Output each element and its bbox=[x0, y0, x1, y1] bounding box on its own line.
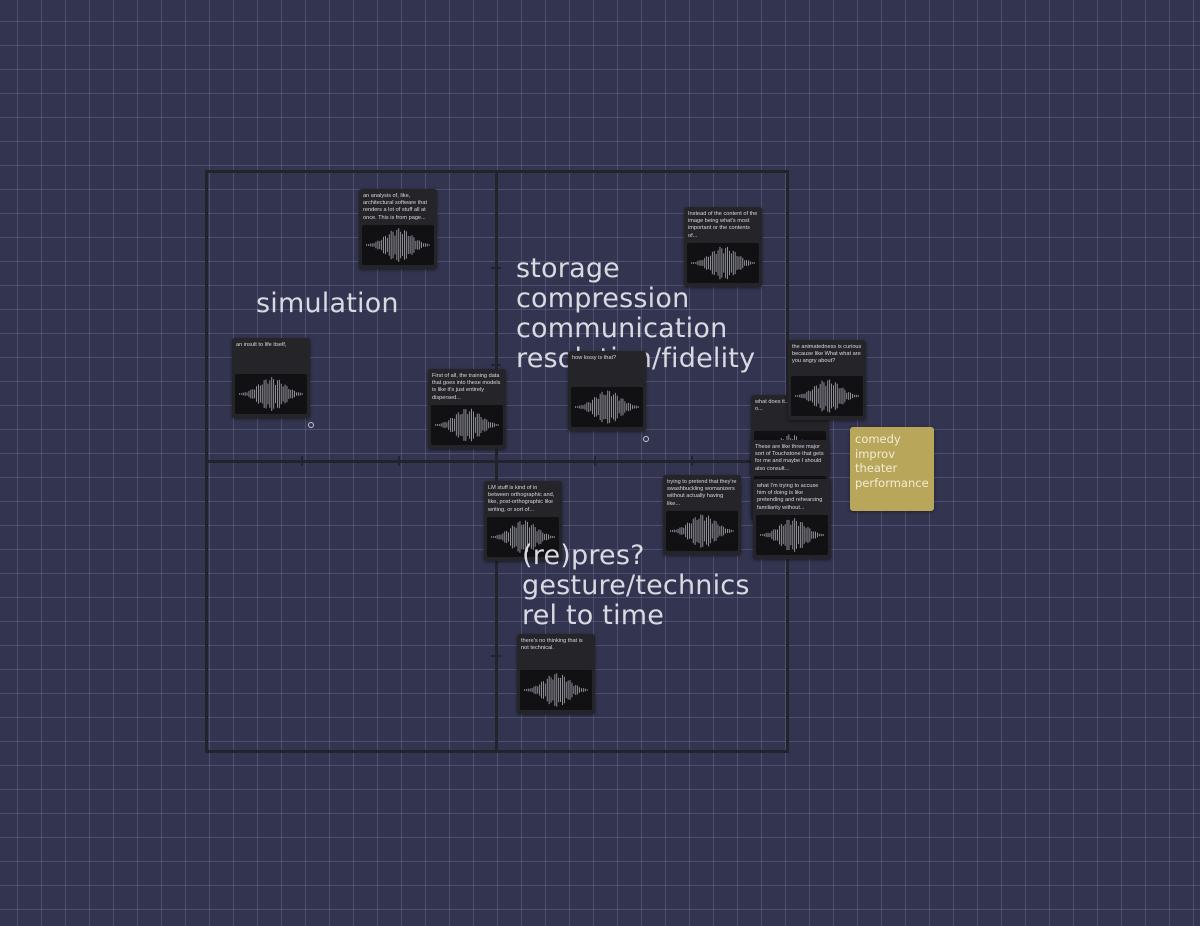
resize-handle[interactable] bbox=[308, 422, 314, 428]
axis-tick bbox=[491, 364, 501, 366]
audio-waveform-icon bbox=[431, 405, 503, 445]
board-horizontal-divider bbox=[205, 460, 789, 463]
axis-tick bbox=[491, 655, 501, 657]
card-transcript: Instead of the content of the image bein… bbox=[688, 211, 758, 239]
sticky-note[interactable]: comedy improv theater performance bbox=[850, 427, 934, 511]
card-transcript: the animatedness is curious because like… bbox=[792, 344, 862, 365]
region-label-simulation: simulation bbox=[256, 288, 399, 319]
audio-waveform-icon bbox=[791, 376, 863, 416]
card-transcript: what does it... impression o... bbox=[755, 399, 819, 413]
audio-card[interactable]: what I'm trying to accuse him of doing i… bbox=[753, 479, 831, 559]
card-transcript: LM stuff is kind of in between orthograp… bbox=[488, 485, 555, 513]
audio-waveform-icon bbox=[487, 517, 559, 557]
axis-tick bbox=[491, 267, 501, 269]
audio-card[interactable]: an insult to life itself, bbox=[232, 338, 310, 418]
audio-waveform-icon bbox=[666, 511, 738, 551]
sticky-note-text: comedy improv theater performance bbox=[855, 432, 929, 490]
audio-card[interactable]: Instead of the content of the image bein… bbox=[684, 207, 762, 287]
audio-waveform-icon bbox=[362, 225, 434, 265]
audio-card[interactable]: how lossy is that? bbox=[568, 351, 646, 431]
audio-card[interactable]: trying to pretend that they're swashbuck… bbox=[663, 475, 741, 555]
audio-card[interactable]: LM stuff is kind of in between orthograp… bbox=[484, 481, 562, 561]
card-transcript: how lossy is that? bbox=[572, 355, 617, 361]
region-label-storage: storage compression communication resolu… bbox=[516, 253, 755, 374]
card-transcript: there's no thinking that is not technica… bbox=[521, 638, 583, 652]
axis-tick bbox=[398, 456, 400, 466]
region-label-representation: (re)pres? gesture/technics rel to time bbox=[522, 540, 750, 631]
audio-waveform-icon bbox=[687, 243, 759, 283]
axis-tick bbox=[594, 456, 596, 466]
card-transcript: an analysis of, like, architectural soft… bbox=[363, 193, 428, 221]
card-transcript: First of all, the training data that goe… bbox=[432, 373, 501, 401]
axis-tick bbox=[301, 456, 303, 466]
audio-card[interactable]: there's no thinking that is not technica… bbox=[517, 634, 595, 714]
audio-waveform-icon bbox=[756, 515, 828, 555]
audio-card[interactable]: the animatedness is curious because like… bbox=[788, 340, 866, 420]
card-transcript: what I'm trying to accuse him of doing i… bbox=[757, 483, 823, 511]
audio-waveform-icon bbox=[571, 387, 643, 427]
resize-handle[interactable] bbox=[643, 436, 649, 442]
card-transcript: an insult to life itself, bbox=[236, 342, 287, 348]
audio-waveform-icon bbox=[520, 670, 592, 710]
card-transcript: trying to pretend that they're swashbuck… bbox=[667, 479, 737, 507]
audio-card[interactable]: First of all, the training data that goe… bbox=[428, 369, 506, 449]
audio-card[interactable]: an analysis of, like, architectural soft… bbox=[359, 189, 437, 269]
audio-waveform-icon bbox=[235, 374, 307, 414]
card-transcript: These are like three major sort of Touch… bbox=[755, 444, 824, 472]
axis-tick bbox=[691, 456, 693, 466]
